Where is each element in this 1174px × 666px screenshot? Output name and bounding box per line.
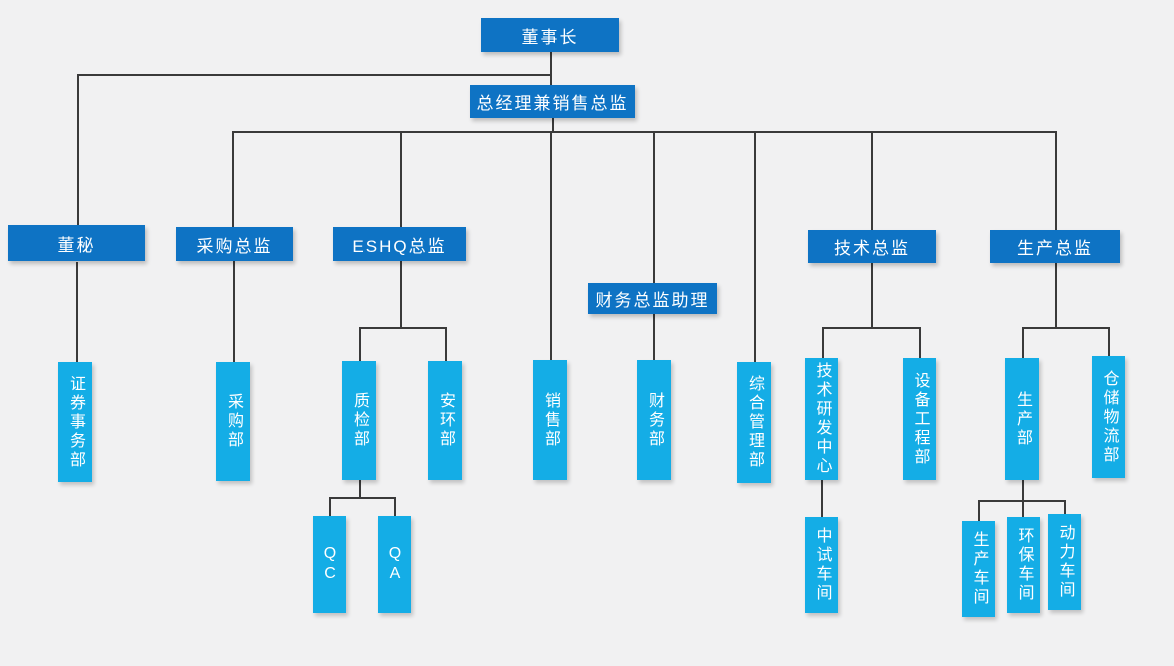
connector-to-pilot-workshop bbox=[821, 480, 823, 517]
connector-quality-down bbox=[359, 480, 361, 497]
node-chairman: 董事长 bbox=[481, 18, 619, 52]
connector-tech-down bbox=[871, 263, 873, 327]
node-production-workshop: 生产车间 bbox=[962, 521, 995, 617]
node-equipment-eng: 设备工程部 bbox=[903, 358, 936, 480]
connector-production-down bbox=[1055, 263, 1057, 327]
connector-assistant-to-finance-dept bbox=[653, 314, 655, 360]
connector-tech-split bbox=[822, 327, 920, 329]
node-rnd-center: 技术研发中心 bbox=[805, 358, 838, 480]
connector-to-safety-env bbox=[445, 327, 447, 361]
node-procurement-dept: 采购部 bbox=[216, 362, 250, 481]
connector-to-sales-dept bbox=[550, 131, 552, 360]
connector-production-split bbox=[1022, 327, 1109, 329]
connector-to-general-admin bbox=[754, 131, 756, 362]
node-safety-env: 安环部 bbox=[428, 361, 462, 480]
connector-to-warehouse bbox=[1108, 327, 1110, 356]
node-tech-director: 技术总监 bbox=[808, 230, 936, 263]
connector-to-board-secretary bbox=[77, 74, 79, 225]
node-finance-dept: 财务部 bbox=[637, 360, 671, 480]
connector-procurement-to-dept bbox=[233, 261, 235, 362]
node-qa: QA bbox=[378, 516, 411, 613]
connector-gm-bus bbox=[232, 131, 1056, 133]
node-procurement-director: 采购总监 bbox=[176, 227, 293, 261]
connector-to-quality-inspection bbox=[359, 327, 361, 361]
connector-secretary-to-securities bbox=[76, 262, 78, 362]
connector-to-production-dept bbox=[1022, 327, 1024, 358]
node-board-secretary: 董秘 bbox=[8, 225, 145, 261]
connector-to-eshq-director bbox=[400, 131, 402, 227]
connector-eshq-down bbox=[400, 261, 402, 327]
connector-gm-down bbox=[552, 118, 554, 131]
node-securities-affairs: 证券事务部 bbox=[58, 362, 92, 482]
node-warehouse-logistics: 仓储物流部 bbox=[1092, 356, 1125, 478]
connector-to-equipment-eng bbox=[919, 327, 921, 358]
node-eshq-director: ESHQ总监 bbox=[333, 227, 466, 261]
connector-to-rnd-center bbox=[822, 327, 824, 358]
node-quality-inspection: 质检部 bbox=[342, 361, 376, 480]
node-pilot-workshop: 中试车间 bbox=[805, 517, 838, 613]
connector-to-qc bbox=[329, 497, 331, 516]
connector-to-procurement-director bbox=[232, 131, 234, 227]
node-production-director: 生产总监 bbox=[990, 230, 1120, 263]
node-power-workshop: 动力车间 bbox=[1048, 514, 1081, 610]
node-sales-dept: 销售部 bbox=[533, 360, 567, 480]
node-env-workshop: 环保车间 bbox=[1007, 517, 1040, 613]
node-qc: QC bbox=[313, 516, 346, 613]
connector-workshop-split bbox=[978, 500, 1065, 502]
connector-to-env-workshop bbox=[1022, 480, 1024, 517]
node-gm-sales: 总经理兼销售总监 bbox=[470, 85, 635, 118]
node-finance-director-assistant: 财务总监助理 bbox=[588, 283, 717, 314]
connector-quality-split bbox=[329, 497, 395, 499]
node-production-dept: 生产部 bbox=[1005, 358, 1039, 480]
connector-to-production-workshop bbox=[978, 500, 980, 521]
connector-chairman-secretary-branch bbox=[77, 74, 551, 76]
connector-to-qa bbox=[394, 497, 396, 516]
connector-eshq-split bbox=[359, 327, 446, 329]
connector-to-power-workshop bbox=[1064, 500, 1066, 514]
connector-to-tech-director bbox=[871, 131, 873, 230]
connector-to-finance-assistant bbox=[653, 131, 655, 283]
connector-chairman-down bbox=[550, 52, 552, 85]
node-general-admin: 综合管理部 bbox=[737, 362, 771, 483]
connector-to-production-director bbox=[1055, 131, 1057, 230]
